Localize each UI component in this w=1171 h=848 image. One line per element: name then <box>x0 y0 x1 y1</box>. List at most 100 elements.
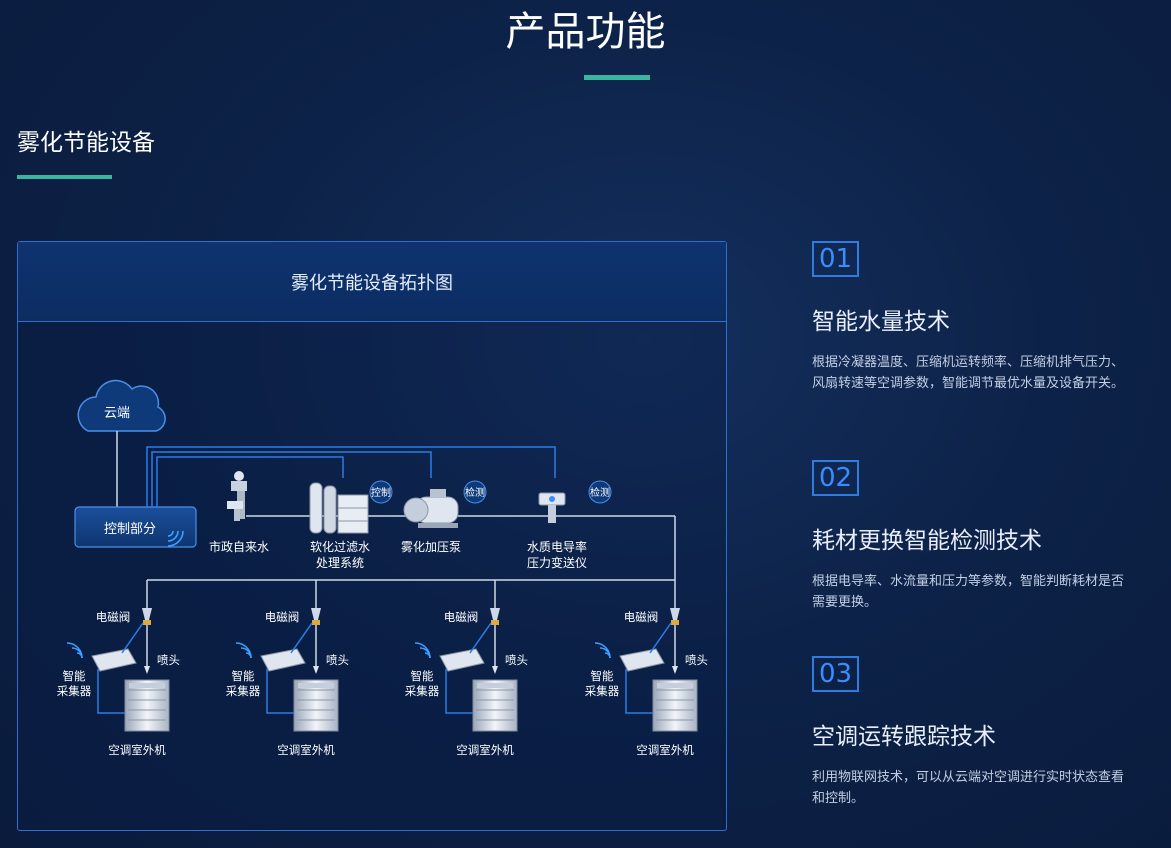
unit-fan-top <box>129 683 165 688</box>
collector-icon <box>439 648 485 672</box>
section-title: 雾化节能设备 <box>17 130 155 156</box>
pump-icon <box>403 489 459 528</box>
valve-label: 电磁阀 <box>265 610 300 624</box>
cloud-label: 云端 <box>104 406 130 421</box>
tap-label: 市政自来水 <box>209 539 269 554</box>
nozzle-label: 喷头 <box>157 653 180 667</box>
outdoor-unit-label: 空调室外机 <box>277 743 335 757</box>
valve-label: 电磁阀 <box>624 610 659 624</box>
filter-system-icon <box>309 482 369 534</box>
collector-label: 采集器 <box>226 684 261 698</box>
valve-label: 电磁阀 <box>444 610 479 624</box>
filter-label-2: 处理系统 <box>316 556 364 570</box>
wifi-icon <box>167 530 184 547</box>
valve-icon <box>142 608 152 620</box>
outdoor-unit-icon <box>472 679 518 732</box>
topology-title: 雾化节能设备拓扑图 <box>18 242 726 322</box>
signal-line <box>445 669 473 714</box>
outdoor-unit-label: 空调室外机 <box>636 743 694 757</box>
svg-text:检测: 检测 <box>465 486 485 499</box>
wifi-icon <box>594 642 611 659</box>
page-title: 产品功能 <box>505 9 666 55</box>
badge-detect-sensor: 检测 <box>588 480 612 504</box>
badge-detect-pump: 检测 <box>463 480 487 504</box>
signal-line <box>469 622 492 654</box>
feature-number: 01 <box>812 241 859 277</box>
badge-control: 控制 <box>369 480 393 504</box>
svg-text:检测: 检测 <box>590 486 610 499</box>
signal-line <box>266 669 294 714</box>
cloud-icon <box>77 379 166 432</box>
outdoor-unit-icon <box>652 679 698 732</box>
feature-02: 02 耗材更换智能检测技术 根据电导率、水流量和压力等参数，智能判断耗材是否需要… <box>812 460 1142 613</box>
wifi-icon <box>66 642 83 659</box>
topology-diagram: 云端 控制部分 <box>57 379 708 757</box>
signal-line <box>625 669 653 714</box>
valve-ring <box>143 620 151 625</box>
feature-title: 耗材更换智能检测技术 <box>812 528 1042 554</box>
signal-line <box>97 669 125 714</box>
water-pipeline <box>146 515 676 608</box>
section-underline <box>17 175 112 179</box>
nozzle-label: 喷头 <box>326 653 349 667</box>
feature-01: 01 智能水量技术 根据冷凝器温度、压缩机运转频率、压缩机排气压力、风扇转速等空… <box>812 241 1142 394</box>
nozzle-label: 喷头 <box>685 653 708 667</box>
valve-icon <box>311 608 321 620</box>
title-underline <box>584 75 650 80</box>
topology-panel: 雾化节能设备拓扑图 云端 控制部分 <box>17 241 727 831</box>
collector-label: 智能 <box>411 669 434 683</box>
sensor-label-1: 水质电导率 <box>527 539 587 554</box>
valve-ring <box>312 620 320 625</box>
svg-text:控制: 控制 <box>371 486 391 499</box>
filter-label-1: 软化过滤水 <box>310 540 370 554</box>
signal-line <box>121 622 144 654</box>
collector-icon <box>619 648 665 672</box>
nozzle-icon <box>313 666 319 674</box>
unit-fan-top <box>657 683 693 688</box>
collector-label: 采集器 <box>405 684 440 698</box>
sensor-icon <box>538 492 566 523</box>
nozzle-label: 喷头 <box>505 653 528 667</box>
unit-fan-top <box>298 683 334 688</box>
signal-line <box>649 622 672 654</box>
nozzle-icon <box>144 666 150 674</box>
outdoor-unit-icon <box>293 679 339 732</box>
collector-label: 智能 <box>591 669 614 683</box>
feature-number: 02 <box>812 460 859 496</box>
valve-ring <box>671 620 679 625</box>
collector-label: 智能 <box>232 669 255 683</box>
valve-icon <box>670 608 680 620</box>
valve-icon <box>490 608 500 620</box>
control-label: 控制部分 <box>104 522 156 537</box>
ac-units: 电磁阀喷头智能采集器空调室外机电磁阀喷头智能采集器空调室外机电磁阀喷头智能采集器… <box>57 608 708 757</box>
outdoor-unit-label: 空调室外机 <box>456 743 514 757</box>
feature-description: 利用物联网技术，可以从云端对空调进行实时状态查看和控制。 <box>812 770 1125 806</box>
valve-ring <box>491 620 499 625</box>
unit-fan-top <box>477 683 513 688</box>
feature-03: 03 空调运转跟踪技术 利用物联网技术，可以从云端对空调进行实时状态查看和控制。 <box>812 656 1142 809</box>
feature-title: 智能水量技术 <box>812 309 950 335</box>
wifi-icon <box>235 642 252 659</box>
outdoor-unit-icon <box>124 679 170 732</box>
wifi-icon <box>414 642 431 659</box>
control-wires <box>146 446 556 507</box>
valve-label: 电磁阀 <box>96 610 131 624</box>
collector-icon <box>91 648 137 672</box>
tap-icon <box>227 471 247 521</box>
collector-icon <box>260 648 306 672</box>
nozzle-icon <box>672 666 678 674</box>
collector-label: 采集器 <box>57 684 92 698</box>
feature-number: 03 <box>812 656 859 692</box>
collector-label: 智能 <box>63 669 86 683</box>
collector-label: 采集器 <box>585 684 620 698</box>
control-box <box>74 506 197 548</box>
pump-label: 雾化加压泵 <box>401 540 461 554</box>
outdoor-unit-label: 空调室外机 <box>108 743 166 757</box>
sensor-label-2: 压力变送仪 <box>527 555 587 570</box>
feature-description: 根据电导率、水流量和压力等参数，智能判断耗材是否需要更换。 <box>812 574 1125 610</box>
signal-line <box>290 622 313 654</box>
